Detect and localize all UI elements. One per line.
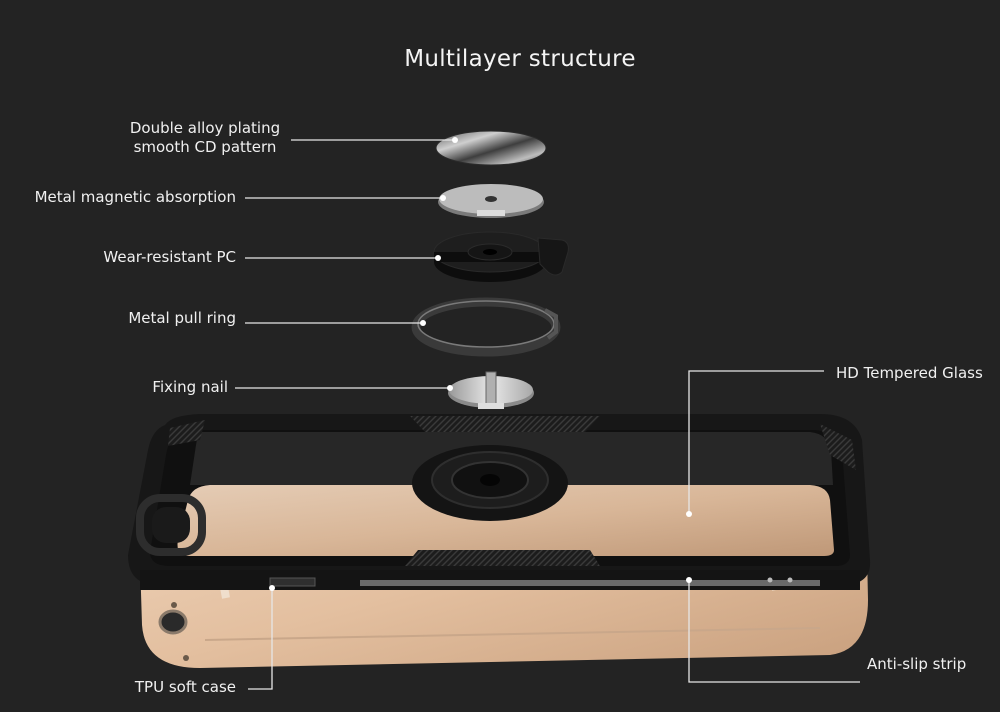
- magnetic-plate: [438, 184, 544, 218]
- ring-holder: [412, 445, 568, 521]
- leader-dots: [269, 137, 692, 591]
- leader-lines: [235, 139, 860, 690]
- case-camera-cutout: [136, 494, 206, 556]
- fixing-nail: [448, 371, 534, 409]
- label-wear-pc: Wear-resistant PC: [103, 248, 236, 266]
- phone-camera-icon: [158, 609, 188, 635]
- label-tpu-case: TPU soft case: [134, 678, 236, 696]
- pc-base: [433, 231, 569, 282]
- label-hd-glass: HD Tempered Glass: [836, 364, 983, 382]
- label-magnetic: Metal magnetic absorption: [34, 188, 236, 206]
- label-fixing-nail: Fixing nail: [152, 378, 228, 396]
- cd-pattern-disc: [435, 130, 547, 166]
- label-cd-pattern-line1: Double alloy plating: [129, 119, 281, 137]
- page-title: Multilayer structure: [404, 46, 636, 72]
- label-anti-slip: Anti-slip strip: [867, 655, 967, 673]
- label-cd-pattern-line2: smooth CD pattern: [133, 138, 277, 156]
- label-cd-pattern: Double alloy plating smooth CD pattern: [120, 119, 290, 157]
- pull-ring: [411, 297, 561, 357]
- label-pull-ring: Metal pull ring: [128, 309, 236, 327]
